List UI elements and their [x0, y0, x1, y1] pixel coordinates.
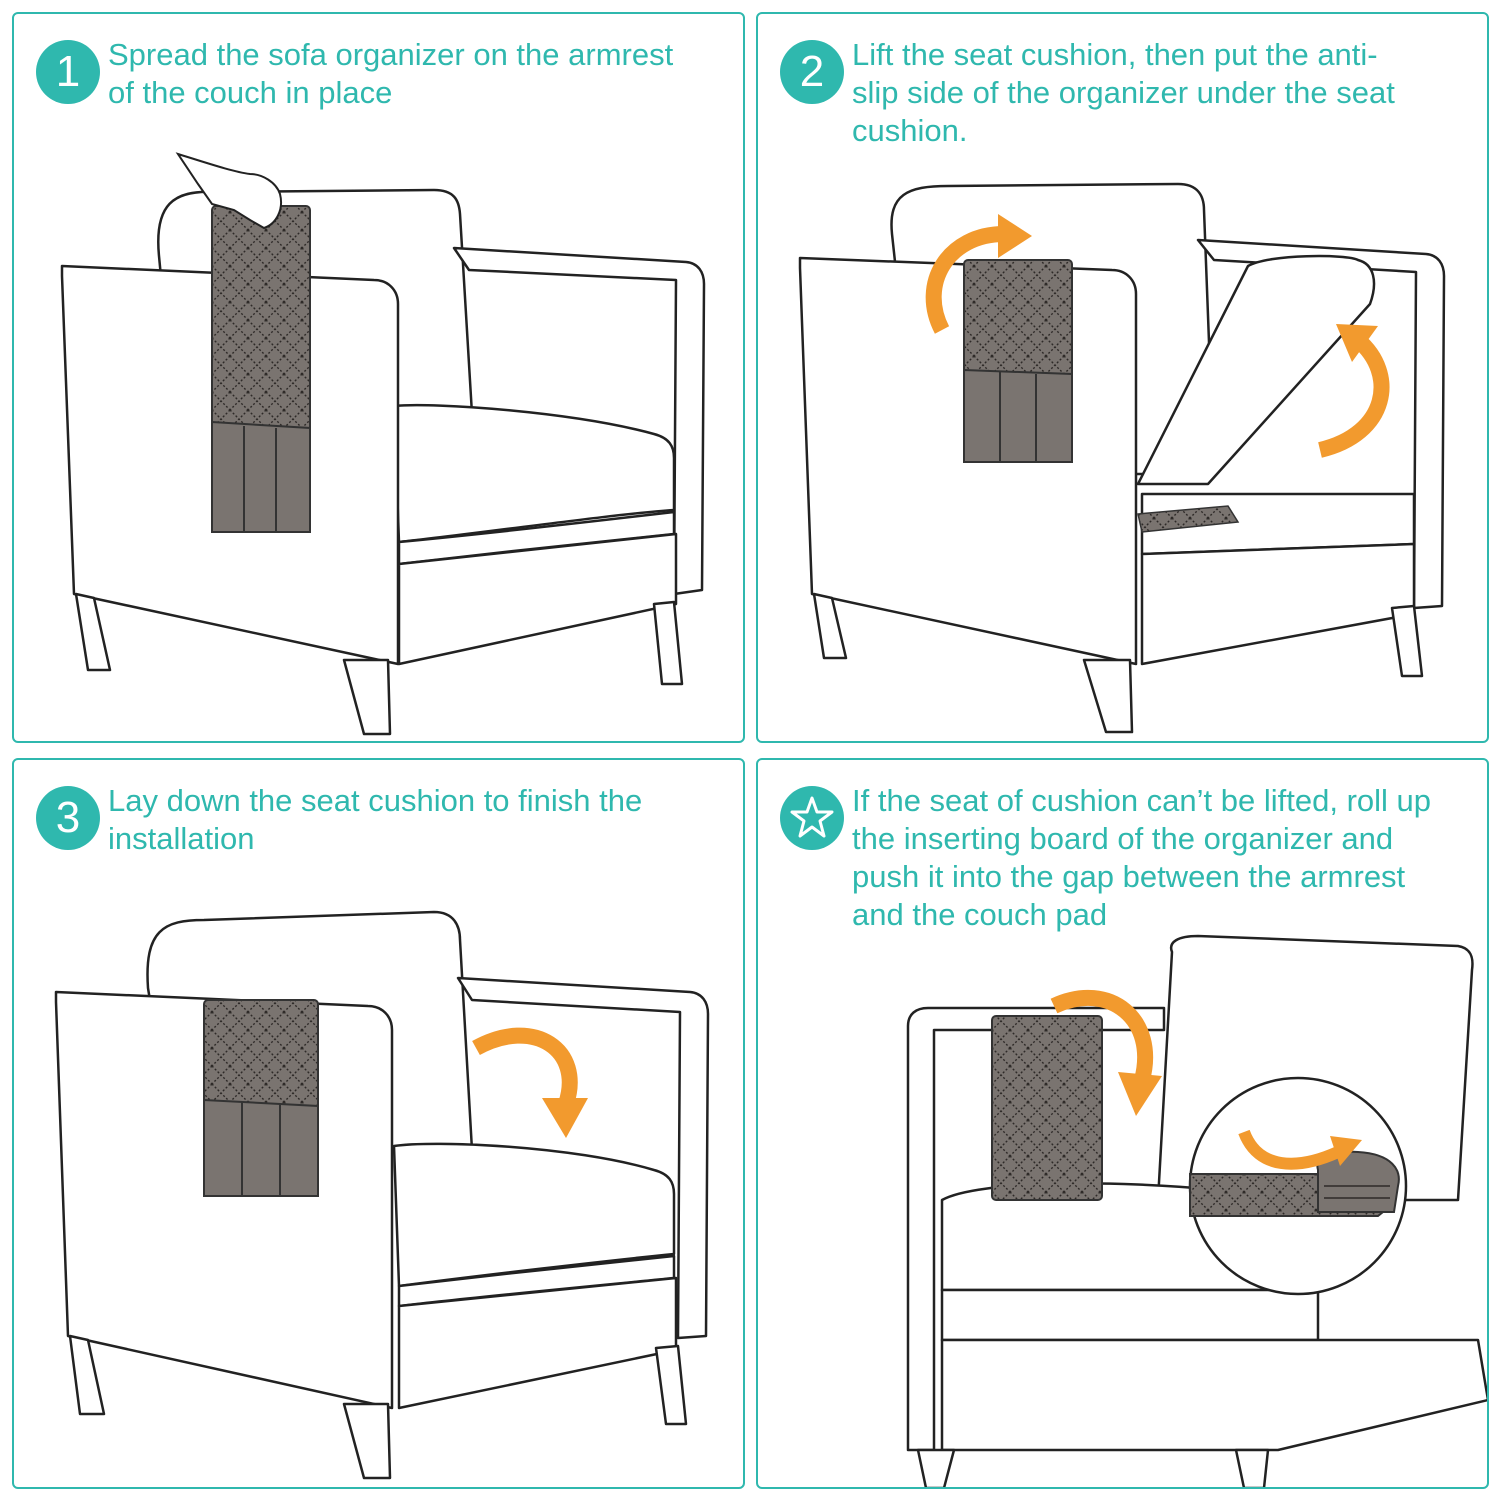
step-instruction: Lay down the seat cushion to finish the …	[108, 783, 643, 856]
curved-arrow-icon	[472, 1027, 578, 1107]
step-number-badge: 2	[780, 40, 844, 104]
curved-arrow-icon	[1050, 989, 1154, 1083]
armchair-finished-illustration	[54, 910, 710, 1480]
armchair-closeup-illustration	[906, 934, 1487, 1487]
armchair-illustration	[60, 152, 706, 736]
curved-arrow-icon	[925, 226, 1005, 334]
step-1-panel: 1 Spread the sofa organizer on the armre…	[12, 12, 745, 743]
curved-arrow-icon	[1238, 1129, 1341, 1170]
step-instruction: If the seat of cushion can’t be lifted, …	[852, 783, 1432, 932]
star-badge	[780, 786, 844, 850]
step-instruction: Spread the sofa organizer on the armrest…	[108, 37, 674, 110]
step-number-badge: 1	[36, 40, 100, 104]
step-instruction: Lift the seat cushion, then put the anti…	[852, 37, 1395, 148]
step-number-badge: 3	[36, 786, 100, 850]
step-tip-panel: If the seat of cushion can’t be lifted, …	[756, 758, 1489, 1489]
step-2-panel: 2 Lift the seat cushion, then put the an…	[756, 12, 1489, 743]
step-3-panel: 3 Lay down the seat cushion to finish th…	[12, 758, 745, 1489]
hand-icon	[175, 152, 282, 230]
curved-arrow-icon	[1317, 333, 1390, 458]
star-icon	[790, 796, 834, 838]
armchair-lifted-cushion-illustration	[798, 182, 1446, 734]
